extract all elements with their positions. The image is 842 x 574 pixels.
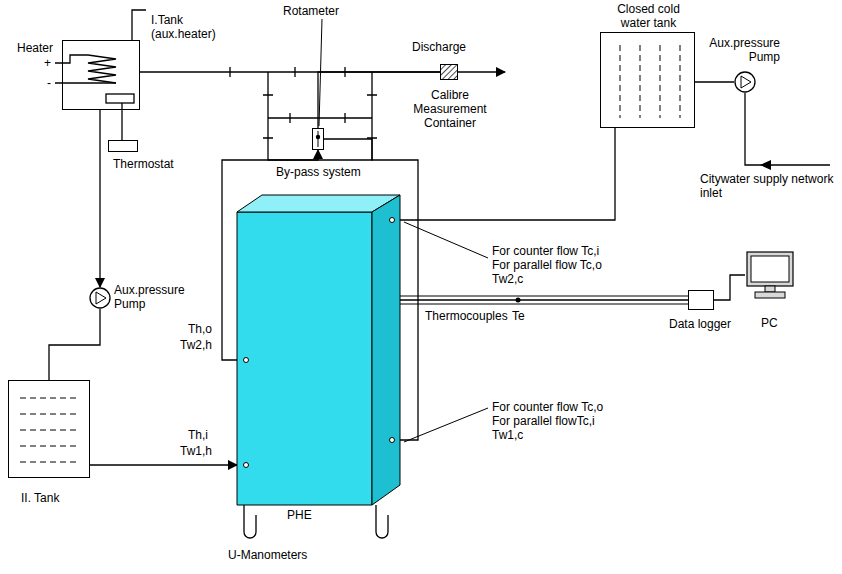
rotameter-float: [315, 134, 319, 138]
u-manometer: [376, 505, 388, 538]
annotation-label: Tw2,c: [492, 272, 523, 286]
node-label: Thermostat: [113, 157, 174, 171]
tank-baffle: [20, 398, 78, 462]
phe-side: [372, 195, 400, 505]
bypass-pipe: [268, 117, 372, 118]
node-label: Aux.pressure Pump: [114, 283, 194, 311]
pipe-connector: [90, 464, 237, 465]
phe-port: [390, 218, 395, 223]
heater-tank: I.Tank (aux.heater)Heater: [62, 40, 140, 110]
leader-line: [404, 222, 488, 442]
annotation-label: Th,o: [188, 322, 212, 336]
pipe-connector: [318, 72, 440, 128]
node-label: Aux.pressure Pump: [690, 36, 780, 64]
pump-triangle: [96, 292, 106, 304]
annotation-label: For counter flow Tc,o: [492, 400, 603, 414]
pump-circle: [735, 72, 755, 92]
annotation-label: -: [47, 76, 51, 90]
node-label: Closed cold water tank: [606, 2, 691, 30]
pump-symbol: Aux.pressure Pump: [89, 287, 111, 309]
monitor-base: [755, 292, 785, 298]
monitor-screen: [751, 256, 789, 282]
supply-pipe: [745, 93, 830, 165]
annotation-label: Te: [512, 309, 525, 323]
thermocouple-wire: [400, 296, 688, 304]
pump-symbol-outline: [89, 287, 111, 309]
annotation-label: Thermocouples: [425, 309, 508, 323]
annotation-label: +: [44, 56, 51, 70]
valve-mark: [230, 67, 377, 138]
monitor-stand: [765, 286, 775, 292]
rotameter-float: [312, 128, 324, 150]
monitor-frame: [747, 252, 793, 286]
cold-water-tank: Closed cold water tank: [600, 32, 695, 128]
node-label: II. Tank: [21, 491, 59, 505]
pc-monitor: PC: [745, 250, 795, 305]
node-label: I.Tank (aux.heater): [151, 13, 231, 41]
u-manometer: [244, 505, 256, 538]
phe-front: [237, 212, 372, 505]
pipe-connector: [99, 110, 100, 287]
annotation-label: For counter flow Tc,i: [492, 244, 599, 258]
plate-heat-exchanger: PHE: [237, 195, 400, 505]
heater-coil: [88, 55, 116, 83]
node-label: PHE: [287, 508, 312, 522]
measurement-container: Calibre Measurement Container: [440, 64, 458, 80]
annotation-label: By-pass system: [276, 165, 361, 179]
data-logger-box: Data logger: [688, 290, 714, 310]
node-label: PC: [761, 316, 778, 330]
plate-heat-exchanger-outline: [237, 195, 400, 505]
node-label: Rotameter: [283, 4, 339, 18]
container-hatch: [441, 65, 458, 80]
pipe-connector: [121, 110, 122, 140]
pipe-connector: [49, 309, 100, 380]
annotation-label: Tw1,c: [492, 428, 523, 442]
pump-triangle: [741, 76, 751, 88]
sensor-wire: [121, 103, 122, 110]
node-label: Calibre Measurement Container: [400, 88, 500, 130]
tank-baffle: [620, 45, 680, 118]
annotation-label: For parallel flowTc,i: [492, 414, 595, 428]
heater-wire: [55, 82, 116, 83]
annotation-label: Tw2,h: [180, 338, 212, 352]
node-label: Heater: [17, 41, 53, 55]
annotation-label: Citywater supply network inlet: [700, 172, 835, 200]
node-label: Data logger: [669, 317, 731, 331]
thermostat-sensor: [106, 94, 134, 103]
heater-wire: [55, 55, 88, 63]
pipe-connector: [695, 81, 734, 82]
rotameter-box: Rotameter: [312, 128, 324, 150]
pump-symbol-outline: [734, 71, 756, 93]
measurement-container-outline: [440, 64, 458, 80]
discharge-arrow: [458, 71, 505, 72]
annotation-label: Discharge: [412, 40, 466, 54]
pc-monitor-outline: [745, 250, 795, 305]
thermostat-box: Thermostat: [108, 140, 138, 152]
annotation-label: Tw1,h: [180, 444, 212, 458]
storage-tank: II. Tank: [8, 380, 90, 478]
vent-pipe: [132, 10, 146, 40]
annotation-label: Th,i: [188, 428, 208, 442]
phe-port: [244, 463, 249, 468]
pipe-connector: [400, 128, 615, 220]
pump-circle: [90, 288, 110, 308]
phe-port: [390, 438, 395, 443]
annotation-label: For parallel flow Tc,o: [492, 258, 602, 272]
annotation-label: U-Manometers: [228, 548, 307, 562]
pump-symbol: Aux.pressure Pump: [734, 71, 756, 93]
inlet-arrow: [760, 160, 771, 170]
pipe-connector: [400, 299, 688, 300]
phe-port: [244, 358, 249, 363]
pipe-connector: [714, 275, 745, 300]
